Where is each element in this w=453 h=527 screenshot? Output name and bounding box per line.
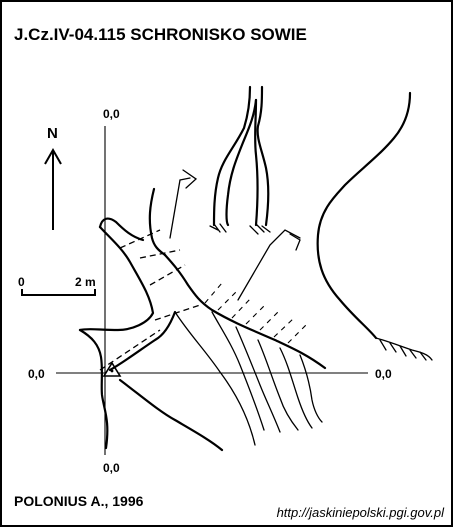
north-label: N: [47, 125, 58, 142]
cave-passage-walls: [78, 187, 327, 452]
chimney-leader-arrow: [169, 169, 198, 239]
chimney-detail: [209, 85, 271, 235]
rock-leader-arrow: [237, 229, 301, 301]
wall-hatching: [204, 282, 307, 344]
scale-start-label: 0: [18, 275, 25, 289]
slope-contours: [174, 311, 323, 446]
source-url-link[interactable]: http://jaskiniepolski.pgi.gov.pl: [277, 505, 446, 520]
north-arrow-icon: [44, 147, 62, 230]
author-credit: POLONIUS A., 1996: [14, 493, 144, 509]
grid-label-right: 0,0: [375, 367, 392, 381]
rock-outline: [316, 91, 433, 361]
grid-label-top: 0,0: [103, 107, 120, 121]
scale-end-label: 2 m: [75, 275, 96, 289]
scale-bar: [21, 289, 96, 296]
grid-label-bottom: 0,0: [103, 461, 120, 475]
grid-label-left: 0,0: [28, 367, 45, 381]
map-title: J.Cz.IV-04.115 SCHRONISKO SOWIE: [14, 25, 307, 44]
drip-lines: [99, 229, 201, 371]
